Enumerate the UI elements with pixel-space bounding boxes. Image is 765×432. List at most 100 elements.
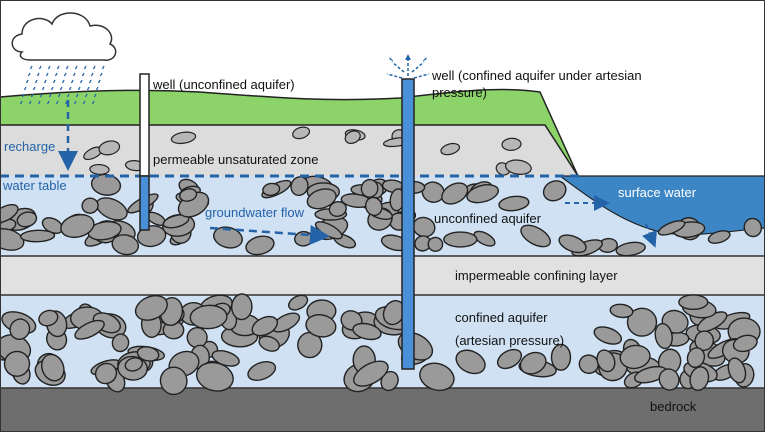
rock xyxy=(136,346,160,362)
rock xyxy=(9,318,31,340)
rock xyxy=(501,137,522,151)
rock xyxy=(707,230,731,244)
rock xyxy=(352,322,382,341)
raindrop xyxy=(70,79,74,84)
raindrop xyxy=(54,72,58,77)
unconfined-aquifer-label: unconfined aquifer xyxy=(434,211,542,226)
raindrop xyxy=(41,86,45,91)
raindrop xyxy=(50,86,54,91)
raindrop xyxy=(21,93,25,98)
rock xyxy=(689,366,710,392)
rock xyxy=(542,180,567,202)
rock xyxy=(162,214,190,229)
rock xyxy=(20,229,56,243)
raindrop xyxy=(52,79,56,84)
groundwater-flow-label: groundwater flow xyxy=(205,205,305,220)
rock xyxy=(466,184,499,204)
rock xyxy=(504,159,532,175)
well-confined-label-1: well (confined aquifer under artesian xyxy=(431,68,642,83)
raindrop xyxy=(25,79,29,84)
permeable-zone-label: permeable unsaturated zone xyxy=(153,152,319,167)
rock xyxy=(419,362,455,392)
raindrop xyxy=(88,79,92,84)
rock xyxy=(136,225,167,248)
raindrop xyxy=(45,72,49,77)
rain-drops xyxy=(19,65,105,105)
confined-aquifer-label-2: (artesian pressure) xyxy=(455,333,564,348)
raindrop xyxy=(28,100,32,105)
raindrop xyxy=(83,65,87,70)
raindrop xyxy=(48,93,52,98)
raindrop xyxy=(93,93,97,98)
raindrop xyxy=(57,93,61,98)
confined-aquifer-label-1: confined aquifer xyxy=(455,310,548,325)
rock xyxy=(550,343,572,371)
rock xyxy=(732,334,758,353)
rain-cloud-icon xyxy=(11,12,117,61)
raindrop xyxy=(23,86,27,91)
raindrop xyxy=(29,65,33,70)
rock xyxy=(455,349,486,375)
rock xyxy=(654,322,673,350)
raindrop xyxy=(19,100,23,105)
artesian-well xyxy=(386,54,430,370)
raindrop xyxy=(61,79,65,84)
rock xyxy=(74,319,105,340)
rock xyxy=(520,224,551,248)
raindrop xyxy=(77,86,81,91)
rock xyxy=(519,351,547,375)
rock xyxy=(159,366,188,396)
rock xyxy=(258,335,280,352)
well-unconfined-label: well (unconfined aquifer) xyxy=(152,77,295,92)
rock xyxy=(441,182,469,205)
rock xyxy=(213,226,243,249)
raindrop xyxy=(90,72,94,77)
rock xyxy=(247,361,277,381)
raindrop xyxy=(74,65,78,70)
rock xyxy=(658,368,680,391)
raindrop xyxy=(37,100,41,105)
water-table-label: water table xyxy=(2,178,67,193)
recharge-label: recharge xyxy=(4,139,55,154)
bedrock-layer xyxy=(0,388,765,432)
rock xyxy=(262,182,281,197)
rock xyxy=(364,196,383,217)
raindrop xyxy=(65,65,69,70)
raindrop xyxy=(59,86,63,91)
rock xyxy=(81,197,99,214)
rock xyxy=(344,130,361,145)
rock xyxy=(41,353,65,382)
raindrop xyxy=(84,93,88,98)
rock xyxy=(626,307,658,337)
rock xyxy=(558,234,587,254)
raindrop xyxy=(97,79,101,84)
rock xyxy=(306,188,337,210)
rock xyxy=(179,188,198,202)
raindrop xyxy=(30,93,34,98)
raindrop xyxy=(82,100,86,105)
raindrop xyxy=(38,65,42,70)
rock xyxy=(609,303,634,319)
rock xyxy=(596,349,616,373)
rock xyxy=(98,140,121,156)
rock xyxy=(727,357,747,384)
raindrop xyxy=(86,86,90,91)
well-confined-label-2: pressure) xyxy=(432,85,487,100)
raindrop xyxy=(95,86,99,91)
raindrop xyxy=(68,86,72,91)
rock xyxy=(360,178,379,198)
impermeable-confining-layer xyxy=(0,256,765,295)
rock xyxy=(678,294,709,310)
raindrop xyxy=(27,72,31,77)
raindrop xyxy=(99,72,103,77)
rock xyxy=(60,213,95,239)
groundwater-flow-arrow xyxy=(209,224,330,245)
rock xyxy=(111,234,140,256)
impermeable-layer-label: impermeable confining layer xyxy=(455,268,618,283)
rock xyxy=(473,230,496,247)
rock xyxy=(496,348,523,370)
raindrop xyxy=(75,93,79,98)
rock xyxy=(251,315,279,337)
